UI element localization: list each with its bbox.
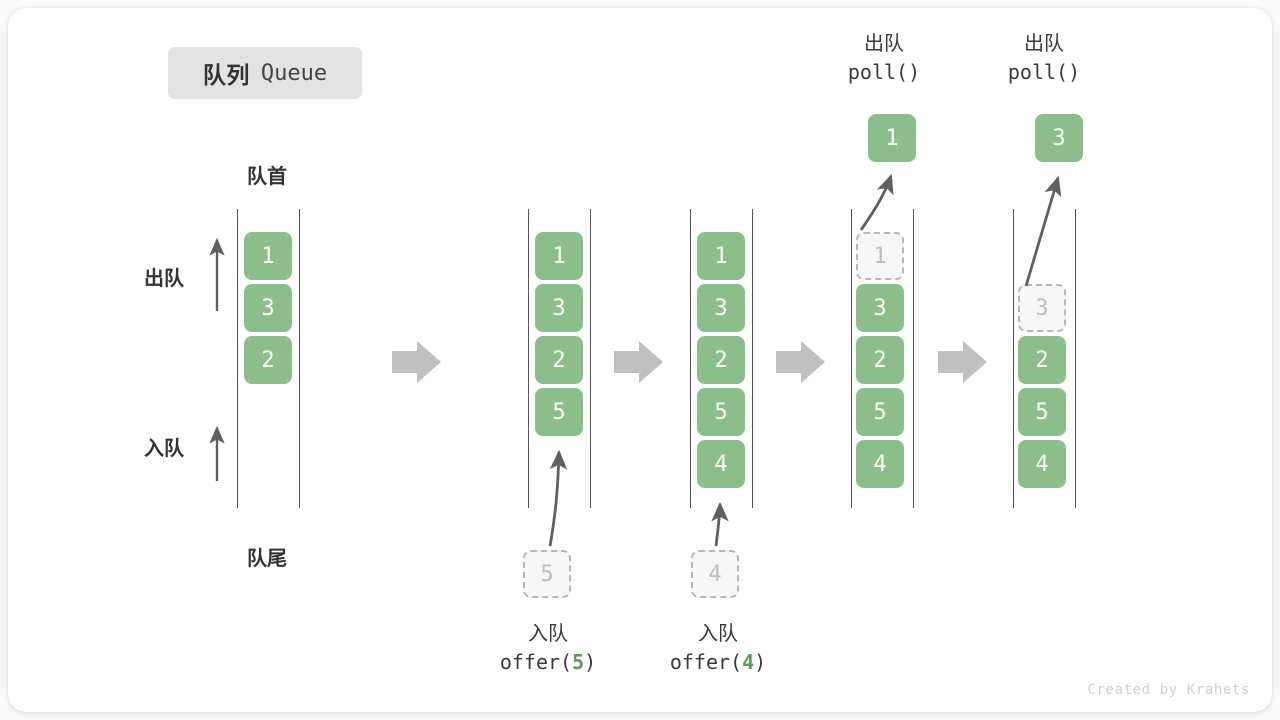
operation-label-poll-1: 出队 poll()	[806, 30, 962, 87]
dequeued-element: 3	[1035, 114, 1083, 162]
queue-cell: 2	[535, 336, 583, 384]
operation-code: poll()	[847, 60, 921, 85]
operation-label-offer-4: 入队 offer(4)	[618, 620, 818, 677]
queue-cell: 3	[244, 284, 292, 332]
queue-cell: 3	[856, 284, 904, 332]
incoming-element-ghost: 4	[691, 550, 739, 598]
operation-fn: offer(	[669, 650, 743, 675]
dequeue-arrow-1	[859, 173, 894, 231]
queue-cell: 5	[856, 388, 904, 436]
operation-cn: 出队	[1024, 33, 1064, 55]
queue-cell: 1	[244, 232, 292, 280]
queue-front-label: 队首	[247, 166, 287, 188]
queue-rail-right-col1	[299, 209, 300, 508]
diagram-card: 队列 Queue 队首 队尾 出队 入队 1 3 2 1 3 2 5 5 入队 …	[8, 8, 1272, 712]
operation-close: )	[754, 650, 767, 675]
enqueue-arrow-5	[548, 449, 568, 547]
queue-cell: 2	[244, 336, 292, 384]
operation-fn: offer(	[499, 650, 573, 675]
title-badge: 队列 Queue	[168, 47, 362, 99]
queue-cell: 4	[1018, 440, 1066, 488]
queue-rail-right-col4	[913, 209, 914, 508]
queue-cell: 2	[856, 336, 904, 384]
operation-arg: 4	[742, 650, 755, 675]
dequeue-arrow-3	[1024, 175, 1062, 287]
flow-arrow-2	[614, 341, 663, 383]
queue-cell: 5	[697, 388, 745, 436]
queue-rail-right-col3	[752, 209, 753, 508]
queue-rear-label: 队尾	[247, 548, 287, 570]
operation-close: )	[584, 650, 597, 675]
title-en: Queue	[260, 60, 328, 86]
queue-cell: 3	[697, 284, 745, 332]
operation-cn: 入队	[528, 623, 568, 645]
enqueue-arrow-4	[711, 501, 729, 547]
queue-rail-left-col2	[528, 209, 529, 508]
flow-arrow-3	[776, 341, 825, 383]
queue-rail-right-col5	[1075, 209, 1076, 508]
operation-cn: 入队	[698, 623, 738, 645]
enqueue-direction-label: 入队	[144, 438, 184, 460]
queue-cell: 2	[1018, 336, 1066, 384]
queue-cell: 1	[697, 232, 745, 280]
queue-rail-right-col2	[590, 209, 591, 508]
queue-rail-left-col5	[1013, 209, 1014, 508]
queue-cell: 1	[535, 232, 583, 280]
incoming-element-ghost: 5	[523, 550, 571, 598]
dequeue-direction-label: 出队	[144, 268, 184, 290]
diagram-stage: 队列 Queue 队首 队尾 出队 入队 1 3 2 1 3 2 5 5 入队 …	[8, 8, 1272, 712]
queue-cell-removed: 3	[1018, 284, 1066, 332]
operation-label-offer-5: 入队 offer(5)	[448, 620, 648, 677]
operation-label-poll-3: 出队 poll()	[966, 30, 1122, 87]
flow-arrow-4	[938, 341, 987, 383]
flow-arrow-1	[392, 341, 441, 383]
operation-arg: 5	[572, 650, 585, 675]
queue-cell: 4	[856, 440, 904, 488]
arrow-overlay	[209, 173, 1062, 547]
title-cn: 队列	[202, 62, 250, 88]
queue-rail-left-col3	[690, 209, 691, 508]
queue-cell: 2	[697, 336, 745, 384]
dequeued-element: 1	[868, 114, 916, 162]
queue-cell-new: 5	[535, 388, 583, 436]
queue-cell-removed: 1	[856, 232, 904, 280]
operation-code: poll()	[1007, 60, 1081, 85]
watermark-credit: Created by Krahets	[1087, 682, 1250, 698]
queue-cell: 3	[535, 284, 583, 332]
queue-rail-left-col4	[851, 209, 852, 508]
queue-rail-left-col1	[237, 209, 238, 508]
operation-code: offer(4)	[618, 648, 818, 676]
operation-code: offer(5)	[448, 648, 648, 676]
queue-cell-new: 4	[697, 440, 745, 488]
queue-cell: 5	[1018, 388, 1066, 436]
operation-cn: 出队	[864, 33, 904, 55]
